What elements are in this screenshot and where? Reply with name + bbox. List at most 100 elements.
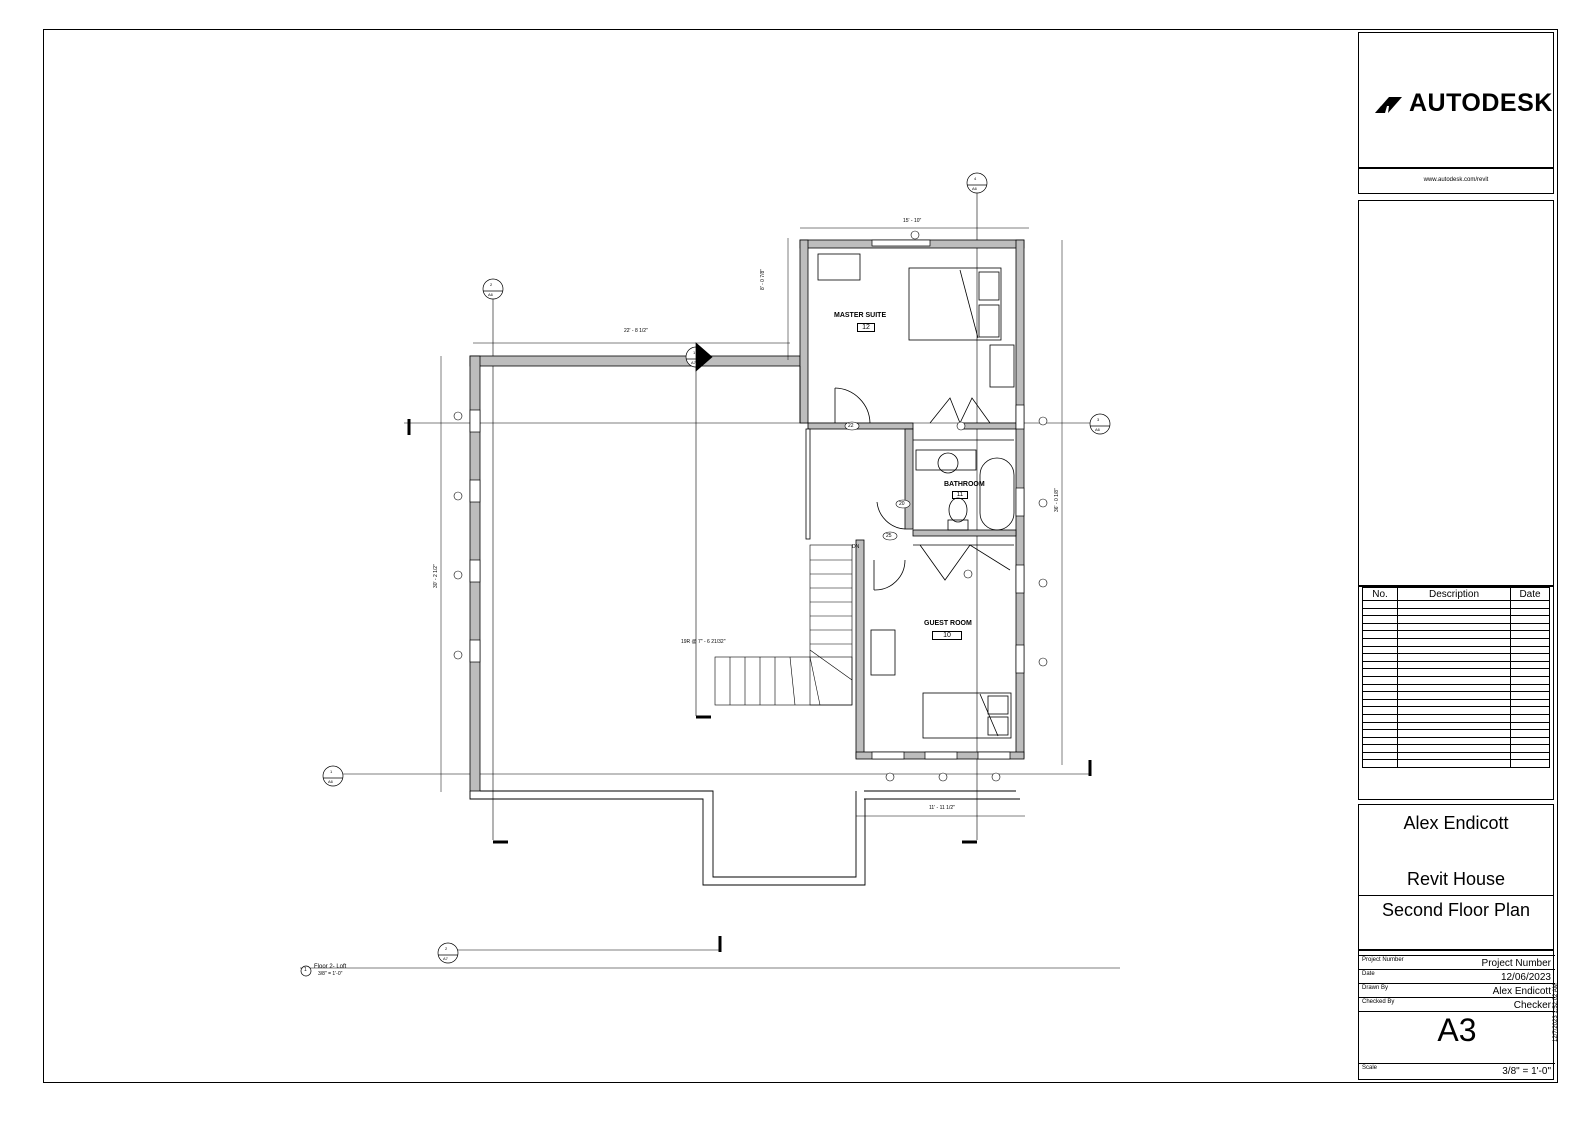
- revision-cell: [1510, 653, 1550, 662]
- revision-cell: [1362, 706, 1398, 715]
- revision-cell: [1362, 721, 1398, 731]
- revision-cell: [1510, 706, 1550, 715]
- revision-cell: [1510, 607, 1550, 617]
- rev-header-description: Description: [1397, 587, 1511, 601]
- revision-cell: [1362, 675, 1398, 685]
- revision-row: [1362, 721, 1550, 731]
- sheet-number: A3: [1437, 1012, 1477, 1048]
- project-name: Revit House: [1406, 869, 1506, 889]
- revision-row: [1362, 713, 1550, 723]
- sheet-number-cell: A3: [1359, 1011, 1555, 1065]
- door-tag: 25: [886, 533, 892, 539]
- stair-down-label: DN: [852, 544, 860, 550]
- autodesk-logo-icon: [1375, 96, 1402, 113]
- revision-row: [1362, 615, 1550, 624]
- dimension-bottom: 11' - 11 1/2": [929, 805, 955, 811]
- sheet-name-panel: Second Floor Plan: [1358, 896, 1554, 950]
- brand-url: www.autodesk.com/revit: [1423, 177, 1489, 183]
- revision-cell: [1362, 615, 1398, 624]
- revision-row: [1362, 660, 1550, 670]
- section-tag-number: 1: [330, 769, 333, 774]
- revision-cell: [1510, 675, 1550, 685]
- revision-panel: No. Description Date: [1358, 586, 1554, 800]
- dimension-left-side: 30' - 2 1/2": [433, 564, 439, 588]
- revision-row: [1362, 668, 1550, 677]
- field-project-number: Project Number Project Number: [1359, 955, 1555, 969]
- dimension-right-side: 36' - 0 1/8": [1054, 488, 1060, 512]
- section-tag-number: 2: [445, 946, 448, 951]
- revision-cell: [1397, 729, 1511, 738]
- view-title-name: Floor 2- Loft: [314, 964, 347, 970]
- revision-cell: [1362, 713, 1398, 723]
- revision-cell: [1510, 630, 1550, 639]
- revision-cell: [1362, 630, 1398, 639]
- revision-cell: [1397, 713, 1511, 723]
- revision-cell: [1510, 698, 1550, 708]
- section-tag-sheet: A7: [691, 360, 696, 365]
- url-panel: www.autodesk.com/revit: [1358, 168, 1554, 194]
- field-checked-by: Checked By Checker: [1359, 997, 1555, 1011]
- revision-row: [1362, 622, 1550, 632]
- revision-cell: [1510, 759, 1550, 769]
- brand-logo: AUTODESK: [1373, 89, 1553, 118]
- revision-cell: [1510, 668, 1550, 677]
- revision-row: [1362, 736, 1550, 746]
- view-title-number: 1: [304, 967, 307, 973]
- revision-cell: [1362, 637, 1398, 647]
- room-number-master-suite: 12: [857, 323, 875, 332]
- revision-cell: [1510, 615, 1550, 624]
- revision-row: [1362, 653, 1550, 662]
- sheet-name: Second Floor Plan: [1381, 900, 1531, 920]
- revision-cell: [1510, 736, 1550, 746]
- revision-cell: [1362, 645, 1398, 655]
- section-tag-sheet: A6: [1095, 427, 1100, 432]
- revision-cell: [1362, 691, 1398, 700]
- revision-cell: [1397, 637, 1511, 647]
- drawing-sheet-border: [43, 29, 1558, 1083]
- revision-cell: [1397, 721, 1511, 731]
- revision-cell: [1397, 683, 1511, 693]
- revision-row: [1362, 600, 1550, 609]
- revision-row: [1362, 759, 1550, 769]
- print-timestamp: 12/7/2023 1:52:02 AM: [1553, 983, 1559, 1042]
- revision-cell: [1362, 622, 1398, 632]
- rev-header-date: Date: [1510, 587, 1550, 601]
- revision-cell: [1362, 683, 1398, 693]
- revision-cell: [1510, 744, 1550, 753]
- revision-row: [1362, 751, 1550, 761]
- revision-cell: [1510, 691, 1550, 700]
- revision-cell: [1362, 660, 1398, 670]
- door-tag: 22: [848, 423, 854, 429]
- room-name-master-suite: MASTER SUITE: [834, 312, 887, 319]
- revision-cell: [1397, 660, 1511, 670]
- dimension-top: 15' - 10": [903, 218, 922, 224]
- revision-cell: [1397, 615, 1511, 624]
- revision-row: [1362, 683, 1550, 693]
- revision-cell: [1362, 653, 1398, 662]
- revision-cell: [1397, 668, 1511, 677]
- section-tag-sheet: A7: [443, 956, 448, 961]
- revision-cell: [1397, 759, 1511, 769]
- revision-row: [1362, 607, 1550, 617]
- revision-cell: [1362, 744, 1398, 753]
- revision-cell: [1397, 736, 1511, 746]
- revision-row: [1362, 675, 1550, 685]
- brand-name: AUTODESK: [1409, 89, 1553, 117]
- section-tag-sheet: A6: [328, 779, 333, 784]
- door-tag: 20: [899, 501, 905, 507]
- revision-cell: [1510, 622, 1550, 632]
- room-name-guest-room: GUEST ROOM: [924, 620, 972, 627]
- revision-cell: [1397, 645, 1511, 655]
- revision-cell: [1397, 622, 1511, 632]
- revision-cell: [1510, 660, 1550, 670]
- revision-row: [1362, 691, 1550, 700]
- revision-cell: [1362, 668, 1398, 677]
- revision-cell: [1510, 683, 1550, 693]
- field-drawn-by: Drawn By Alex Endicott: [1359, 983, 1555, 997]
- section-tag-number: 2: [490, 282, 493, 287]
- revision-cell: [1397, 675, 1511, 685]
- revision-cell: [1397, 744, 1511, 753]
- revision-cell: [1397, 653, 1511, 662]
- revision-row: [1362, 706, 1550, 715]
